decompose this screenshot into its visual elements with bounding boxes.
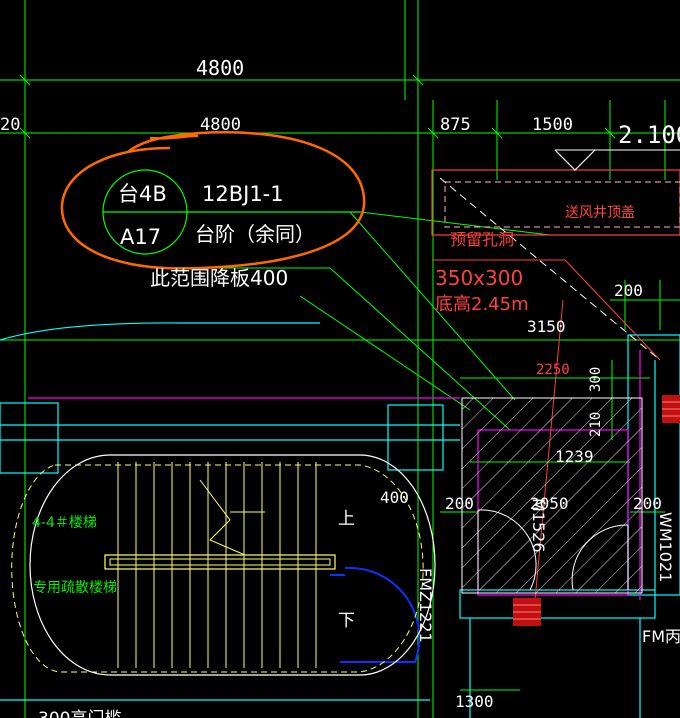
hole-size-label: 350x300 [435, 266, 523, 290]
callout-symbol [102, 169, 360, 255]
dim-left-cut: 20 [0, 115, 20, 135]
dim-2250: 2250 [536, 362, 570, 378]
door-fm2-label: FM丙 [642, 627, 680, 646]
dim-1300: 1300 [455, 692, 494, 711]
dim-top-total: 4800 [196, 56, 244, 80]
dim-2050: 2050 [530, 494, 569, 513]
dim-200-r2: 200 [633, 494, 662, 513]
dim-second-row: 4800 [200, 115, 241, 135]
dim-1239: 1239 [555, 447, 594, 466]
callout-code-top: 台4B [118, 182, 167, 206]
callout-standard: 12BJ1-1 [202, 182, 284, 206]
stair-up-label: 上 [338, 509, 355, 529]
stair-use-label: 专用疏散楼梯 [33, 580, 117, 596]
callout-description: 台阶（余同） [195, 222, 315, 246]
level-triangle [554, 149, 596, 171]
door-m-label: M1526 [529, 498, 548, 553]
dim-3150: 3150 [527, 317, 566, 336]
annotation-texts: 送风井顶盖 预留孔洞 350x300 底高2.45m 4-4＃楼梯 专用疏散楼梯… [32, 205, 680, 718]
stair-name-label: 4-4＃楼梯 [32, 515, 97, 531]
dim-1500: 1500 [532, 115, 573, 135]
dim-210: 210 [588, 412, 604, 437]
dim-200-left: 200 [445, 494, 474, 513]
threshold-label: 300高门槛 [38, 709, 121, 718]
review-markup-ellipse [60, 131, 366, 270]
hole-elevation-label: 底高2.45m [435, 294, 529, 315]
door-wm-label: WM1021 [656, 512, 675, 582]
red-column-markers [513, 395, 680, 626]
dim-200-right: 200 [614, 281, 643, 300]
stair-down-label: 下 [338, 611, 355, 631]
callout-texts: 台4B A17 12BJ1-1 台阶（余同） 此范围降板400 [118, 182, 315, 290]
slab-drop-note: 此范围降板400 [150, 266, 288, 290]
door-fm-label: FMZ1221 [416, 568, 435, 643]
stair-plan [11, 454, 436, 676]
dimension-texts: 4800 4800 20 875 1500 2.100 200 3150 225… [0, 56, 680, 711]
reserved-hole-label: 预留孔洞 [450, 230, 514, 249]
dim-875: 875 [440, 115, 471, 135]
dim-400: 400 [380, 488, 409, 507]
door-swings [477, 509, 629, 591]
hatched-slab [461, 397, 643, 594]
callout-code-bottom: A17 [120, 225, 161, 249]
level-value: 2.100 [618, 121, 680, 149]
vent-cap-label: 送风井顶盖 [565, 205, 635, 221]
door-swing-blue [340, 566, 421, 663]
dim-300: 300 [588, 367, 604, 392]
wall-outlines [0, 322, 680, 718]
